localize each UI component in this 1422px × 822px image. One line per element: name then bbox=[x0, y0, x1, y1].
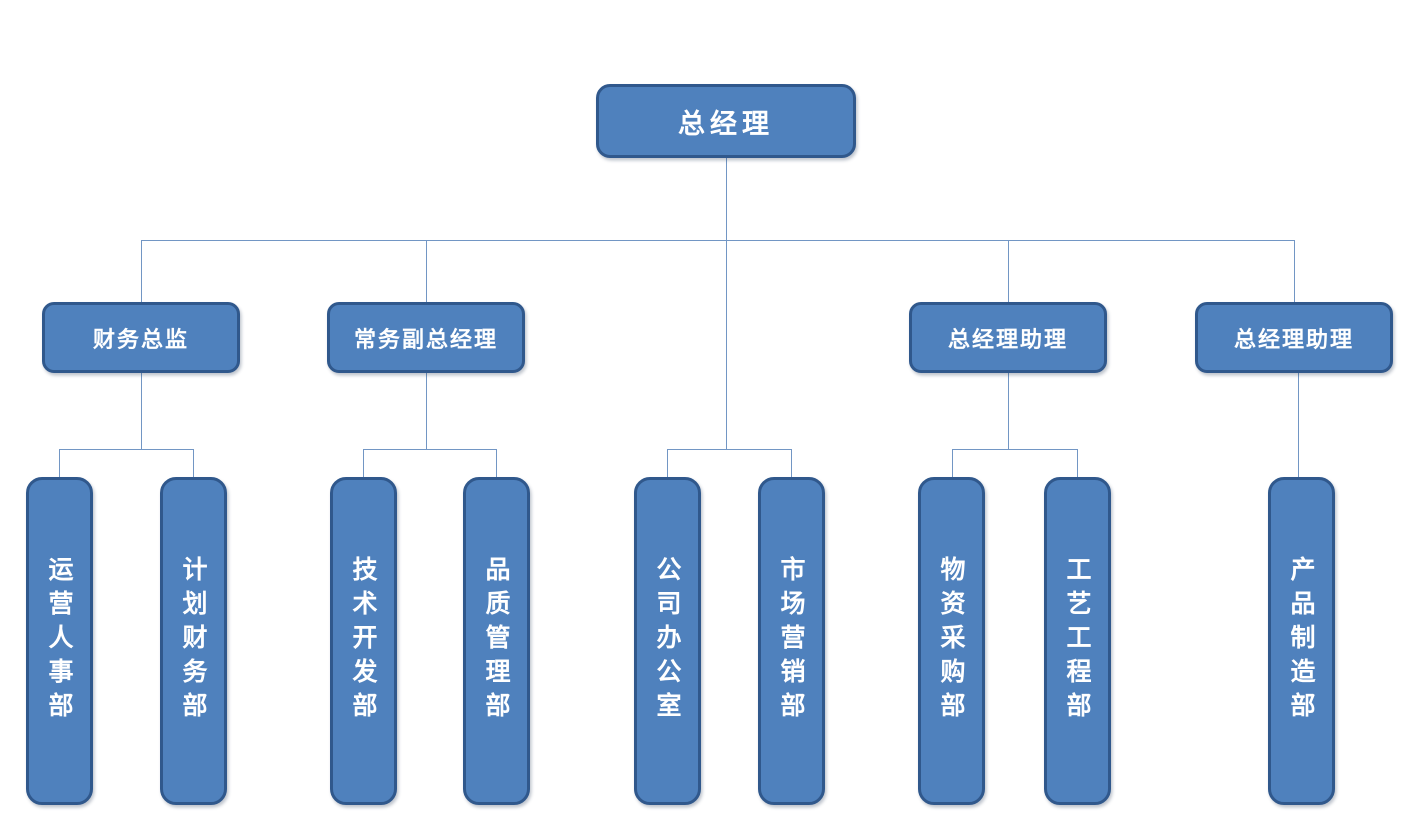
connector-group0-rail bbox=[59, 449, 193, 450]
node-label: 总经理助理 bbox=[1233, 326, 1354, 353]
connector-group2-rail bbox=[667, 449, 791, 450]
node-dept-quality-management: 品质管理部 bbox=[463, 477, 530, 805]
connector-group3-drop-2 bbox=[1077, 449, 1078, 477]
connector-drop-deputy-gm bbox=[426, 240, 427, 302]
connector-group0-drop-1 bbox=[59, 449, 60, 477]
connector-root-trunk bbox=[726, 158, 727, 449]
connector-group2-drop-1 bbox=[667, 449, 668, 477]
connector-drop-gm-assistant-2 bbox=[1294, 240, 1295, 302]
node-label: 物资采购部 bbox=[937, 556, 966, 726]
connector-group2-drop-2 bbox=[791, 449, 792, 477]
node-dept-material-procurement: 物资采购部 bbox=[918, 477, 985, 805]
node-finance-director: 财务总监 bbox=[42, 302, 240, 373]
node-dept-operations-hr: 运营人事部 bbox=[26, 477, 93, 805]
connector-group0-stem bbox=[141, 373, 142, 449]
connector-group4-stem bbox=[1298, 373, 1299, 477]
node-dept-company-office: 公司办公室 bbox=[634, 477, 701, 805]
node-label: 运营人事部 bbox=[45, 556, 74, 726]
node-label: 产品制造部 bbox=[1287, 556, 1316, 726]
connector-drop-finance-director bbox=[141, 240, 142, 302]
connector-group1-drop-1 bbox=[363, 449, 364, 477]
connector-drop-gm-assistant-1 bbox=[1008, 240, 1009, 302]
node-label: 财务总监 bbox=[92, 326, 189, 353]
node-deputy-general-manager: 常务副总经理 bbox=[327, 302, 525, 373]
connector-group1-drop-2 bbox=[496, 449, 497, 477]
node-dept-planning-finance: 计划财务部 bbox=[160, 477, 227, 805]
node-label: 总经理助理 bbox=[947, 326, 1068, 353]
node-label: 品质管理部 bbox=[482, 556, 511, 726]
node-label: 常务副总经理 bbox=[353, 326, 498, 353]
node-label: 技术开发部 bbox=[349, 556, 378, 726]
node-label: 总经理 bbox=[678, 108, 774, 140]
node-dept-marketing: 市场营销部 bbox=[758, 477, 825, 805]
connector-group1-rail bbox=[363, 449, 496, 450]
connector-group3-drop-1 bbox=[952, 449, 953, 477]
node-dept-process-engineering: 工艺工程部 bbox=[1044, 477, 1111, 805]
node-gm-assistant-1: 总经理助理 bbox=[909, 302, 1107, 373]
node-gm-assistant-2: 总经理助理 bbox=[1195, 302, 1393, 373]
connector-group3-rail bbox=[952, 449, 1077, 450]
node-label: 计划财务部 bbox=[179, 556, 208, 726]
connector-level2-rail bbox=[141, 240, 1294, 241]
connector-group0-drop-2 bbox=[193, 449, 194, 477]
node-label: 市场营销部 bbox=[777, 556, 806, 726]
node-dept-product-manufacturing: 产品制造部 bbox=[1268, 477, 1335, 805]
node-general-manager: 总经理 bbox=[596, 84, 856, 158]
node-dept-tech-development: 技术开发部 bbox=[330, 477, 397, 805]
connector-group3-stem bbox=[1008, 373, 1009, 449]
connector-group1-stem bbox=[426, 373, 427, 449]
node-label: 公司办公室 bbox=[653, 556, 682, 726]
node-label: 工艺工程部 bbox=[1063, 556, 1092, 726]
